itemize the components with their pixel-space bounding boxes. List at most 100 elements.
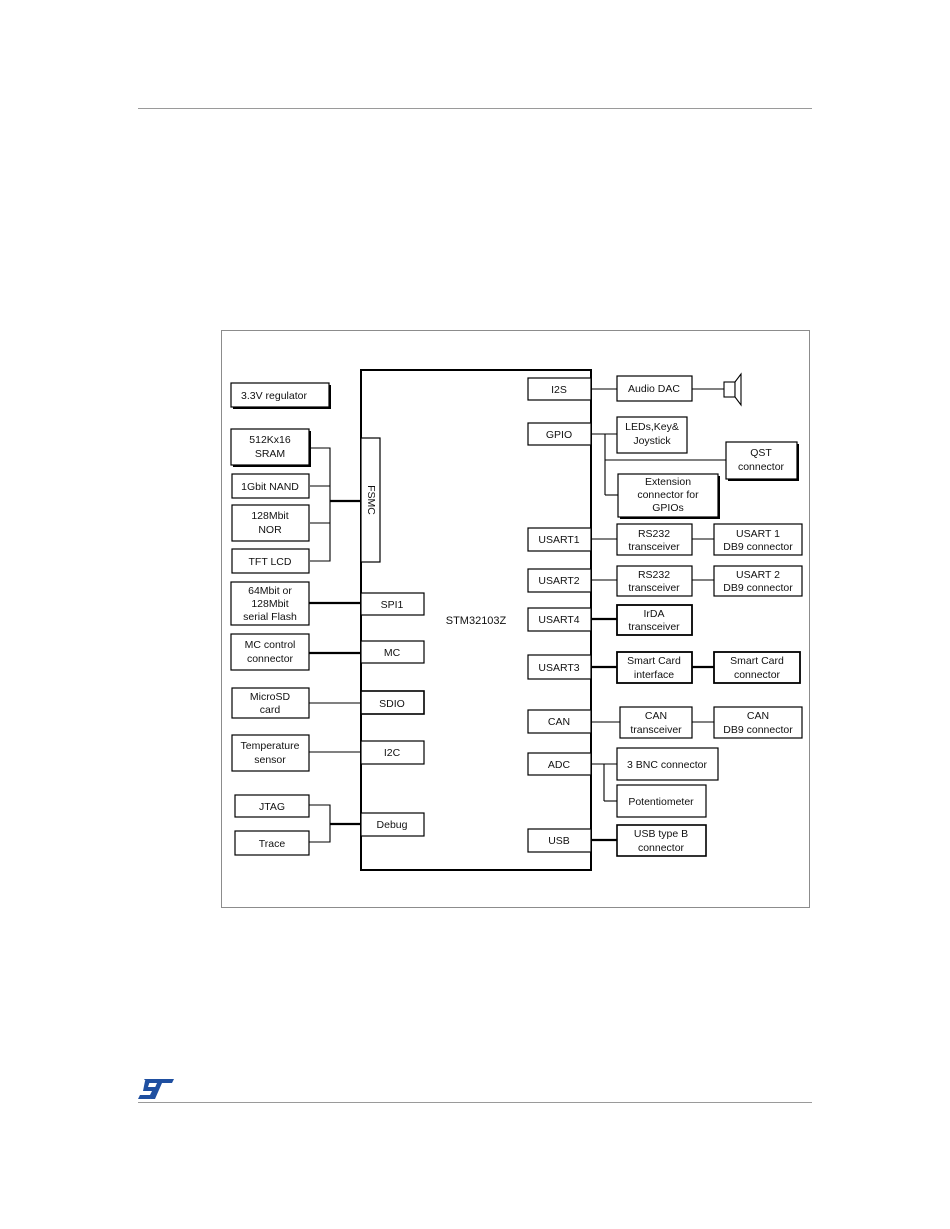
block-rs232-1: RS232 transceiver — [616, 523, 693, 556]
block-nor-line-1: 128Mbit — [251, 510, 288, 522]
block-rs232-2-line-2: transceiver — [628, 582, 680, 594]
port-debug: Debug — [360, 812, 425, 837]
block-bnc-connector: 3 BNC connector — [616, 747, 719, 781]
block-potentiometer-label: Potentiometer — [628, 796, 694, 808]
block-serial-flash: 64Mbit or 128Mbit serial Flash — [230, 581, 310, 626]
block-potentiometer: Potentiometer — [616, 784, 707, 818]
footer-rule — [138, 1102, 812, 1103]
block-tft-lcd-label: TFT LCD — [249, 556, 292, 568]
port-gpio-label: GPIO — [546, 429, 572, 441]
block-bnc-label: 3 BNC connector — [627, 759, 707, 771]
port-spi1-label: SPI1 — [381, 599, 404, 611]
port-usart3: USART3 — [527, 654, 592, 680]
port-mc: MC — [360, 640, 425, 664]
block-sram-line-2: SRAM — [255, 448, 285, 460]
block-leds-line-2: Joystick — [633, 435, 671, 447]
block-microsd-line-2: card — [260, 704, 281, 716]
block-nand: 1Gbit NAND — [231, 473, 310, 499]
block-qst-line-1: QST — [750, 447, 772, 459]
port-i2c-label: I2C — [384, 747, 401, 759]
block-usb-b-line-2: connector — [638, 842, 685, 854]
port-can-label: CAN — [548, 716, 570, 728]
block-can-db9-line-2: DB9 connector — [723, 724, 793, 736]
port-usb-label: USB — [548, 835, 570, 847]
block-smart-if-line-1: Smart Card — [627, 655, 681, 667]
block-usart2-db9: USART 2 DB9 connector — [713, 565, 803, 597]
block-nor-line-2: NOR — [258, 524, 282, 536]
block-nand-label: 1Gbit NAND — [241, 481, 299, 493]
port-can: CAN — [527, 709, 592, 734]
block-temperature-sensor-line-2: sensor — [254, 754, 286, 766]
port-i2s-label: I2S — [551, 384, 567, 396]
block-rs232-2: RS232 transceiver — [616, 565, 693, 597]
block-jtag-label: JTAG — [259, 801, 285, 813]
block-temperature-sensor-line-1: Temperature — [241, 740, 300, 752]
block-serial-flash-line-3: serial Flash — [243, 611, 297, 623]
block-regulator: 3.3V regulator — [230, 382, 331, 409]
block-smart-if-line-2: interface — [634, 669, 674, 681]
block-ext-line-2: connector for — [637, 489, 699, 501]
block-microsd-line-1: MicroSD — [250, 691, 291, 703]
block-smart-card-connector: Smart Card connector — [713, 651, 801, 684]
block-tft-lcd: TFT LCD — [231, 548, 310, 574]
block-mc-connector: MC control connector — [230, 633, 310, 671]
block-usart2-db9-line-2: DB9 connector — [723, 582, 793, 594]
port-adc-label: ADC — [548, 759, 571, 771]
block-can-tr-line-2: transceiver — [630, 724, 682, 736]
block-leds-line-1: LEDs,Key& — [625, 421, 679, 433]
block-can-db9-line-1: CAN — [747, 710, 769, 722]
block-audio-dac: Audio DAC — [616, 375, 693, 402]
block-sram-line-1: 512Kx16 — [249, 434, 291, 446]
port-usart1: USART1 — [527, 527, 592, 552]
port-usart4: USART4 — [527, 607, 592, 632]
port-sdio-label: SDIO — [379, 698, 405, 710]
block-extension-connector: Extension connector for GPIOs — [617, 473, 720, 519]
st-logo-icon — [138, 1079, 174, 1099]
port-fsmc: FSMC — [360, 437, 381, 563]
port-usart2-label: USART2 — [538, 575, 579, 587]
block-serial-flash-line-1: 64Mbit or — [248, 585, 292, 597]
port-usb: USB — [527, 828, 592, 853]
block-qst-connector: QST connector — [725, 441, 799, 481]
block-regulator-label: 3.3V regulator — [241, 390, 307, 402]
block-jtag: JTAG — [234, 794, 310, 818]
port-spi1: SPI1 — [360, 592, 425, 616]
port-gpio: GPIO — [527, 422, 592, 446]
port-fsmc-label: FSMC — [365, 485, 377, 515]
block-temperature-sensor: Temperature sensor — [231, 734, 310, 772]
block-audio-dac-label: Audio DAC — [628, 383, 680, 395]
block-microsd: MicroSD card — [231, 687, 310, 719]
header-rule — [138, 108, 812, 109]
block-usart2-db9-line-1: USART 2 — [736, 569, 780, 581]
block-irda-line-1: IrDA — [644, 608, 665, 620]
block-mc-connector-line-2: connector — [247, 653, 294, 665]
block-ext-line-1: Extension — [645, 476, 691, 488]
block-qst-line-2: connector — [738, 461, 785, 473]
block-rs232-1-line-1: RS232 — [638, 528, 670, 540]
block-irda: IrDA transceiver — [616, 604, 693, 636]
port-adc: ADC — [527, 752, 592, 776]
port-debug-label: Debug — [377, 819, 408, 831]
block-usart1-db9: USART 1 DB9 connector — [713, 523, 803, 556]
block-usb-b-line-1: USB type B — [634, 828, 688, 840]
block-ext-line-3: GPIOs — [652, 502, 684, 514]
mcu-label: STM32103Z — [446, 615, 507, 627]
block-mc-connector-line-1: MC control — [245, 639, 296, 651]
block-can-db9: CAN DB9 connector — [713, 706, 803, 739]
block-sram: 512Kx16 SRAM — [230, 428, 311, 467]
port-sdio: SDIO — [360, 690, 425, 715]
block-serial-flash-line-2: 128Mbit — [251, 598, 288, 610]
block-smart-card-interface: Smart Card interface — [616, 651, 693, 684]
port-usart2: USART2 — [527, 568, 592, 593]
port-usart3-label: USART3 — [538, 662, 579, 674]
port-mc-label: MC — [384, 647, 401, 659]
port-i2s: I2S — [527, 377, 592, 401]
block-trace: Trace — [234, 830, 310, 856]
block-can-tr-line-1: CAN — [645, 710, 667, 722]
block-usart1-db9-line-2: DB9 connector — [723, 541, 793, 553]
block-smart-conn-line-2: connector — [734, 669, 781, 681]
speaker-icon — [723, 372, 742, 407]
port-usart4-label: USART4 — [538, 614, 579, 626]
block-trace-label: Trace — [259, 838, 286, 850]
